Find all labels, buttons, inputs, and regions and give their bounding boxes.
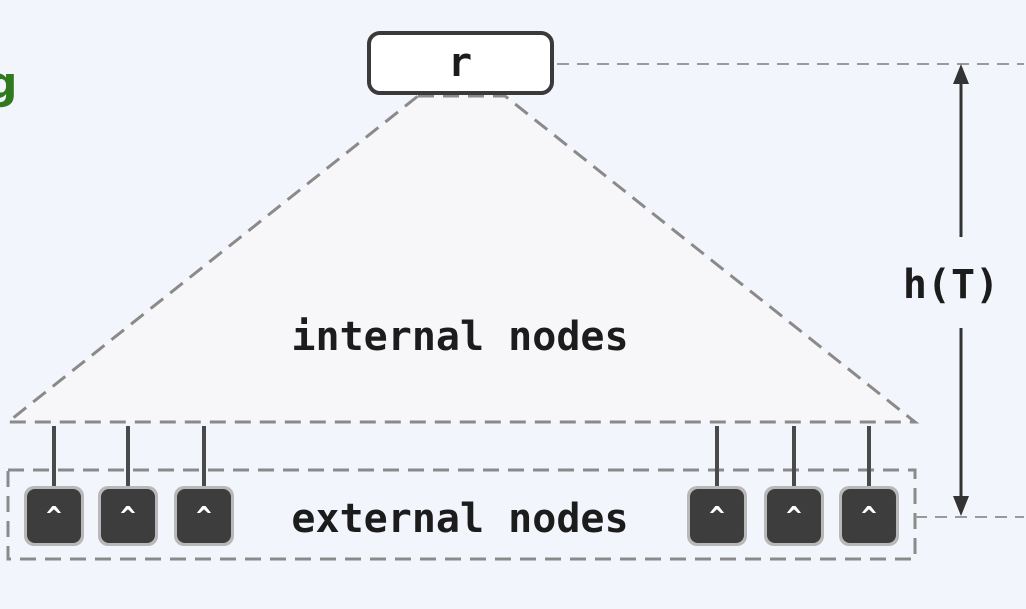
external-node-group: ^ ^ ^ ^ ^ ^ [24,426,899,546]
external-node-symbol: ^ [196,502,212,532]
external-node [177,489,231,543]
external-node-symbol: ^ [861,502,877,532]
height-arrow [953,64,969,516]
external-node [690,489,744,543]
root-node-label: r [448,40,472,86]
external-node [27,489,81,543]
internal-nodes-label: internal nodes [291,314,628,360]
external-node-symbol: ^ [120,502,136,532]
height-arrow-down-head [953,496,969,516]
external-node [101,489,155,543]
external-nodes-label: external nodes [291,496,628,542]
root-node: r [367,31,554,95]
height-label: h(T) [903,262,999,308]
external-node-symbol: ^ [786,502,802,532]
external-nodes-container [6,468,917,561]
external-node [767,489,821,543]
external-node-symbol: ^ [709,502,725,532]
internal-nodes-triangle [3,94,920,424]
external-node-symbol: ^ [46,502,62,532]
cropped-glyph: g [0,58,18,109]
external-node [842,489,896,543]
root-node-box [367,31,554,95]
height-arrow-up-head [953,64,969,84]
